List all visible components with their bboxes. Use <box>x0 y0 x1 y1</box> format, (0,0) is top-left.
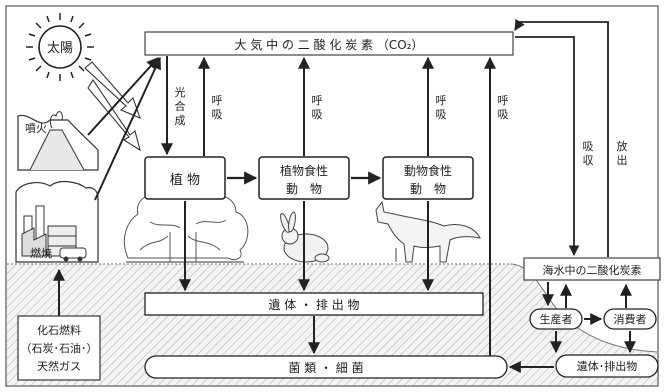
plants-label: 植 物 <box>170 173 200 188</box>
producers-box <box>529 308 583 330</box>
decomposers-label: 菌 類 ・ 細 菌 <box>288 361 363 375</box>
atmosphere-label: 大 気 中 の 二 酸 化 炭 素 （CO₂） <box>235 37 424 52</box>
factory-icon <box>15 180 99 263</box>
atmosphere-box <box>144 31 514 56</box>
respiration-plants-char-2: 吸 <box>212 108 223 121</box>
ocean-remains-box <box>555 354 659 378</box>
release-char-2: 出 <box>617 153 628 167</box>
carnivores-label-2: 動 物 <box>410 182 446 196</box>
photosynthesis-char-3: 成 <box>175 114 186 127</box>
combustion-label: 燃焼 <box>30 246 52 260</box>
carnivores-box <box>382 156 474 200</box>
ocean-co2-box <box>523 257 661 281</box>
ocean-remains-label: 遺体･排出物 <box>577 359 638 373</box>
sun-label: 太陽 <box>47 41 73 56</box>
respiration-carnivores-char-1: 呼 <box>436 94 447 107</box>
plants-box <box>144 156 226 200</box>
trees-illustration <box>123 187 249 263</box>
respiration-decomposers-char-2: 吸 <box>498 108 509 121</box>
respiration-decomposers-char-1: 呼 <box>498 94 509 107</box>
respiration-carnivores-char-2: 吸 <box>436 108 447 121</box>
producers-label: 生産者 <box>540 312 573 326</box>
consumers-box <box>603 308 657 330</box>
photosynthesis-char-2: 合 <box>175 99 186 113</box>
fossil-fuel-box <box>17 315 101 381</box>
decomposers-box <box>144 355 508 379</box>
fossil-fuel-line-2: （石炭･石油･） <box>21 341 98 355</box>
respiration-herbivores-char-1: 呼 <box>312 94 323 107</box>
volcano-label: 噴火 <box>25 122 47 135</box>
release-char-1: 放 <box>617 139 628 153</box>
absorption-char-1: 吸 <box>583 140 594 153</box>
fossil-fuel-line-3: 天然ガス <box>37 359 81 373</box>
fossil-fuel-line-1: 化石燃料 <box>37 323 81 337</box>
absorption-char-2: 収 <box>583 154 594 167</box>
carnivores-label-1: 動物食性 <box>404 163 452 178</box>
ocean-co2-label: 海水中の二酸化炭素 <box>543 263 642 277</box>
herbivores-box <box>258 156 350 200</box>
photosynthesis-char-1: 光 <box>175 85 186 99</box>
volcano-icon <box>17 111 99 171</box>
respiration-plants-char-1: 呼 <box>212 94 223 107</box>
rabbit-icon <box>280 211 330 263</box>
respiration-herbivores-char-2: 吸 <box>312 108 323 121</box>
consumers-label: 消費者 <box>614 312 647 326</box>
sun-icon <box>26 13 94 81</box>
remains-box <box>144 292 484 316</box>
remains-label: 遺 体 ・ 排 出 物 <box>268 297 359 312</box>
herbivores-label-2: 動 物 <box>286 182 322 196</box>
herbivores-label-1: 植物食性 <box>280 163 328 178</box>
